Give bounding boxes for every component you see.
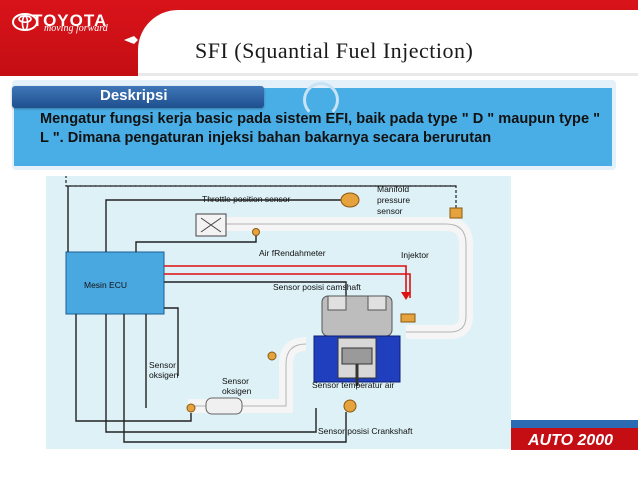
- toyota-emblem-icon: [12, 13, 38, 31]
- oxygen1-label-a: Sensor: [149, 360, 176, 370]
- toyota-logo: TOYOTA: [10, 9, 150, 49]
- manifold-label-2: pressure: [377, 195, 410, 205]
- footer-logo-text: AUTO 2000: [528, 432, 614, 449]
- injector: [400, 313, 416, 323]
- manifold-signal-wire: [65, 176, 457, 208]
- injector-arrow-icon: [401, 292, 411, 300]
- wire-oxygen1: [164, 307, 179, 376]
- title-divider: [138, 73, 638, 76]
- camshaft-label: Sensor posisi camshaft: [273, 282, 362, 292]
- crank-label: Sensor posisi Crankshaft: [318, 426, 413, 436]
- water-temp-label: Sensor temperatur air: [312, 380, 394, 390]
- intake-manifold-outline: [196, 223, 467, 333]
- ring-decoration: [303, 82, 339, 118]
- brand-tagline: moving forward: [44, 23, 108, 34]
- wire-injector-red-1: [164, 265, 407, 296]
- throttle-sensor: [340, 192, 360, 208]
- wire-water: [105, 314, 317, 433]
- throttle-label: Throttle position sensor: [202, 194, 291, 204]
- description-text: Mengatur fungsi kerja basic pada sistem …: [40, 111, 601, 146]
- ecu-label: Mesin ECU: [84, 280, 127, 290]
- manifold-label-3: sensor: [377, 206, 403, 216]
- wire-airflow: [135, 234, 257, 252]
- wire-crank: [123, 314, 347, 443]
- footer-logo-strip: [511, 410, 638, 450]
- manifold-sensor: [449, 207, 463, 219]
- catalytic-converter: [205, 397, 243, 415]
- description-tab: [12, 86, 264, 108]
- oxygen1-label-b: oksigen: [149, 370, 179, 380]
- piston: [341, 347, 373, 365]
- page-title: SFI (Squantial Fuel Injection): [195, 38, 474, 63]
- brand-name: TOYOTA: [32, 11, 108, 30]
- exhaust-outline: [188, 343, 307, 407]
- oxygen-sensor-2: [267, 351, 277, 361]
- oxygen2-label-a: Sensor: [222, 376, 249, 386]
- oxygen-sensor-1: [186, 403, 196, 413]
- camshaft-right: [367, 295, 387, 311]
- arrow-icon: [124, 36, 138, 44]
- air-cleaner-filter: [200, 217, 222, 233]
- wire-oxygen2: [75, 314, 192, 422]
- camshaft-left: [327, 295, 347, 311]
- injector-label: Injektor: [401, 250, 429, 260]
- ecu-box: [65, 251, 165, 315]
- wire-camshaft: [164, 281, 347, 296]
- wire-throttle: [105, 199, 341, 252]
- crank-sensor: [343, 399, 357, 413]
- description-tab-label: Deskripsi: [100, 87, 168, 104]
- oxygen2-label-b: oksigen: [222, 386, 252, 396]
- airflow-sensor: [252, 228, 260, 236]
- title-panel: [138, 10, 638, 76]
- manifold-label-1: Manifold: [377, 184, 409, 194]
- wire-injector-red-2: [164, 273, 411, 298]
- airflow-label: Air fRendahmeter: [259, 248, 326, 258]
